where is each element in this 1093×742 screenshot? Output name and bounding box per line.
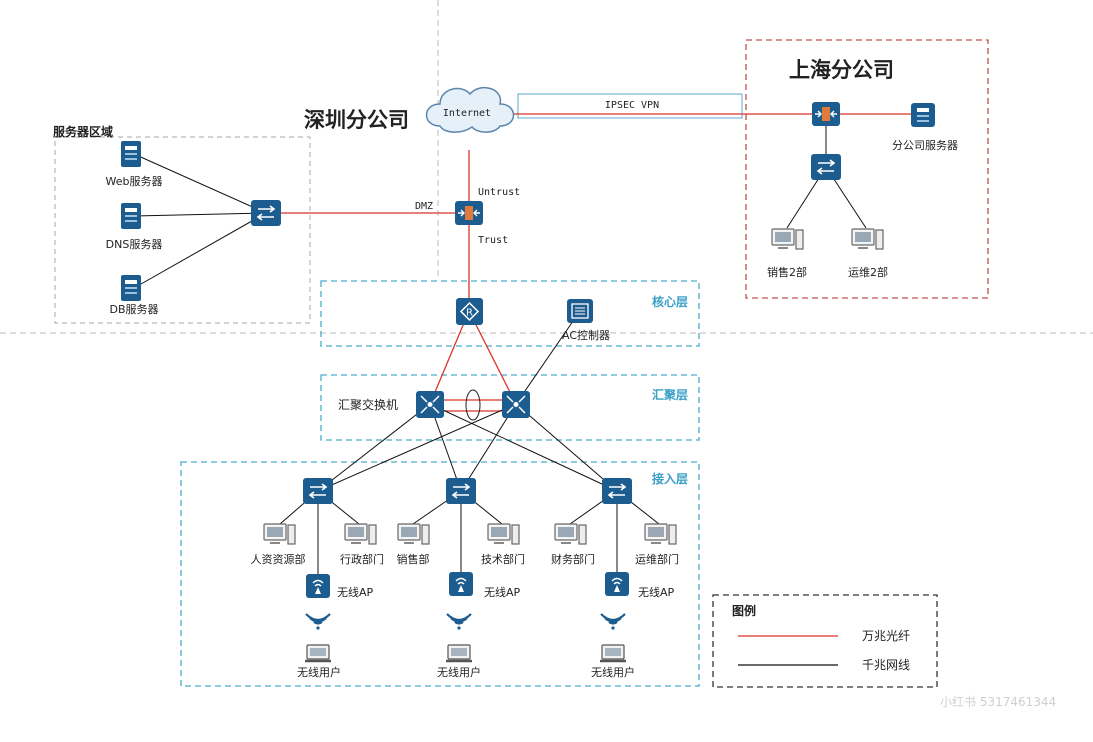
- dns-server-label: DNS服务器: [105, 238, 163, 251]
- wifi-signal-2-icon: [446, 613, 472, 630]
- pc-sh-ops-icon: [851, 228, 884, 250]
- server-icons: [121, 103, 935, 301]
- legend-copper-label: 千兆网线: [862, 658, 911, 672]
- firewall-shenzhen-icon: [455, 201, 483, 225]
- untrust-label: Untrust: [478, 187, 521, 198]
- watermark: 小红书 5317461344: [940, 695, 1057, 709]
- dept-ops-label: 运维部门: [635, 553, 679, 566]
- internet-label: Internet: [442, 108, 492, 119]
- ap-2-label: 无线AP: [484, 586, 521, 599]
- pc-tech-icon: [487, 523, 520, 545]
- wireless-user-3-label: 无线用户: [591, 666, 635, 679]
- laptop-icons: [305, 644, 626, 663]
- core-layer-label: 核心层: [652, 295, 689, 309]
- vpn-label: IPSEC VPN: [604, 100, 660, 111]
- switch-icons: [251, 154, 841, 504]
- dmz-label: DMZ: [415, 201, 434, 212]
- ap-1-icon: [306, 574, 330, 598]
- link-ac-agg: [515, 310, 581, 405]
- internet-cloud-icon: [425, 86, 515, 133]
- pc-finance-icon: [554, 523, 587, 545]
- access-layer-label: 接入层: [652, 472, 689, 486]
- core-layer-box: [320, 280, 700, 347]
- pc-hr-icon: [263, 523, 296, 545]
- pc-sales-icon: [397, 523, 430, 545]
- wireless-user-2-label: 无线用户: [437, 666, 481, 679]
- dept-finance-label: 财务部门: [551, 553, 595, 566]
- dept-tech-label: 技术部门: [481, 553, 525, 566]
- server-area-title: 服务器区域: [53, 125, 114, 139]
- ac-controller-label: AC控制器: [561, 329, 611, 342]
- core-router-icon: R: [456, 298, 483, 325]
- web-server-icon: [121, 141, 141, 167]
- access-switch-3-icon: [602, 478, 632, 504]
- agg-switch-right-icon: [502, 391, 530, 418]
- sh-ops-label: 运维2部: [848, 266, 888, 279]
- laptop-2-icon: [446, 644, 472, 663]
- legend-box: [712, 594, 938, 688]
- ac-controller-icon: [567, 299, 593, 323]
- wifi-signal-1-icon: [305, 613, 331, 630]
- agg-switch-label: 汇聚交换机: [338, 398, 399, 412]
- wifi-signal-3-icon: [600, 613, 626, 630]
- db-server-icon: [121, 275, 141, 301]
- shanghai-title: 上海分公司: [789, 57, 894, 82]
- ap-3-icon: [605, 572, 629, 596]
- aggregation-layer-label: 汇聚层: [652, 388, 689, 402]
- ap-1-label: 无线AP: [337, 586, 374, 599]
- dept-admin-label: 行政部门: [340, 553, 384, 566]
- dept-hr-label: 人资资源部: [250, 553, 306, 566]
- shanghai-box: [745, 39, 989, 299]
- link-db-sw: [133, 212, 267, 289]
- access-layer-box: [180, 461, 700, 687]
- ap-icons: [306, 572, 629, 598]
- pc-sh-sales-icon: [771, 228, 804, 250]
- laptop-1-icon: [305, 644, 331, 663]
- wifi-icons: [305, 613, 626, 630]
- legend-title: 图例: [732, 604, 757, 618]
- access-switch-1-icon: [303, 478, 333, 504]
- pc-admin-icon: [344, 523, 377, 545]
- agg-switch-left-icon: [416, 391, 444, 418]
- db-server-label: DB服务器: [109, 303, 159, 316]
- aggregation-switch-icons: [416, 391, 530, 418]
- laptop-3-icon: [600, 644, 626, 663]
- shanghai-switch-icon: [811, 154, 841, 180]
- dept-sales-label: 销售部: [396, 553, 430, 566]
- branch-server-label: 分公司服务器: [892, 139, 958, 152]
- vpn-tunnel: [517, 93, 743, 119]
- ap-3-label: 无线AP: [638, 586, 675, 599]
- firewall-icons: [455, 102, 840, 225]
- server-switch-icon: [251, 200, 281, 226]
- link-aggregation-bundle: [465, 389, 481, 421]
- link-dns-sw: [133, 212, 267, 217]
- svg-text:R: R: [466, 308, 473, 319]
- access-switch-2-icon: [446, 478, 476, 504]
- legend-fiber-label: 万兆光纤: [862, 629, 911, 643]
- pc-ops-icon: [644, 523, 677, 545]
- web-server-label: Web服务器: [105, 175, 163, 188]
- link-core-agg-right: [468, 310, 517, 405]
- link-web-sw: [133, 153, 267, 214]
- wireless-user-1-label: 无线用户: [297, 666, 341, 679]
- firewall-shanghai-icon: [812, 102, 840, 126]
- ap-2-icon: [449, 572, 473, 596]
- aggregation-layer-box: [320, 374, 700, 441]
- shenzhen-title: 深圳分公司: [304, 107, 409, 132]
- dns-server-icon: [121, 203, 141, 229]
- sh-sales-label: 销售2部: [767, 266, 807, 279]
- pc-icons: [263, 228, 884, 545]
- server-area-box: [54, 136, 311, 324]
- branch-server-icon: [911, 103, 935, 127]
- trust-label: Trust: [478, 235, 509, 246]
- link-core-agg-left: [429, 310, 470, 405]
